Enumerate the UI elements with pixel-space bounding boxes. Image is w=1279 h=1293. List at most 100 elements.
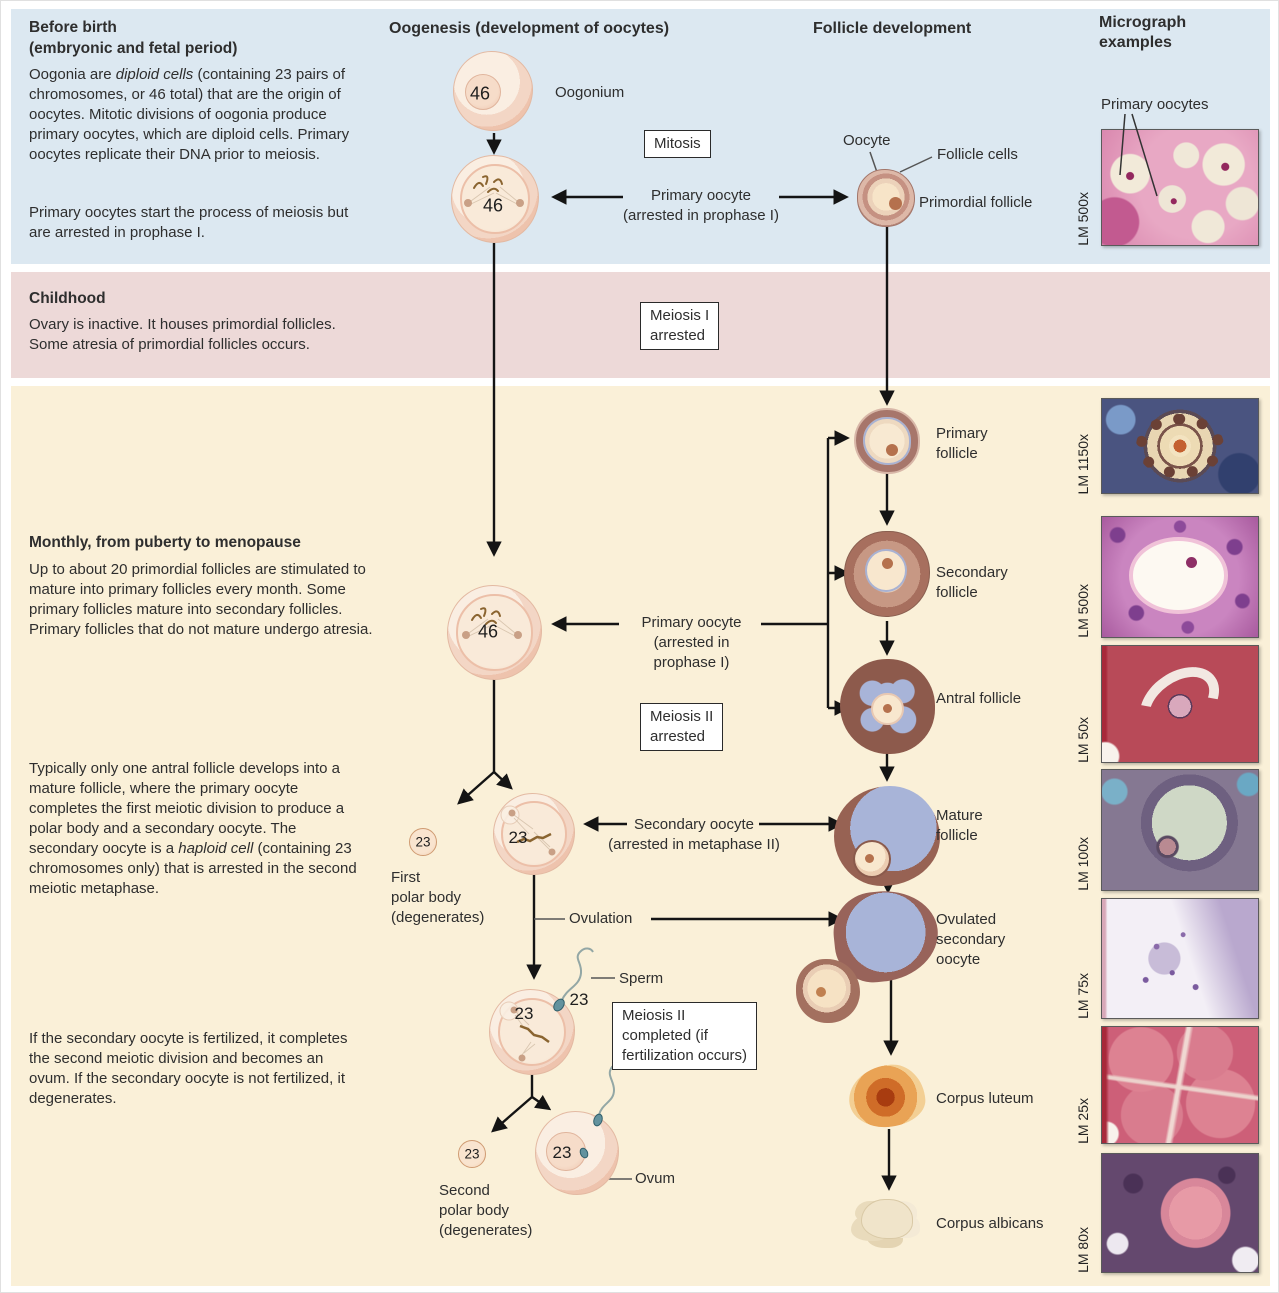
primordial-follicle-label: Primordial follicle — [919, 194, 1033, 211]
band-monthly — [11, 386, 1270, 1286]
meiosis2-completed-box: Meiosis II completed (if fertilization o… — [612, 1002, 758, 1070]
corpus-luteum-label: Corpus luteum — [936, 1090, 1034, 1107]
primary-oocyte-top-label: Primary oocyte (arrested in prophase I) — [623, 187, 779, 224]
mature-follicle-label: Mature follicle — [936, 807, 983, 844]
corpus-albicans-body — [861, 1199, 913, 1239]
oocyte-label: Oocyte — [843, 132, 891, 149]
before-birth-heading: Before birth (embryonic and fetal period… — [29, 19, 238, 57]
before-birth-p1-italic: diploid cells — [115, 66, 194, 83]
antral-note-italic: haploid cell — [178, 840, 254, 857]
count-primary-top: 46 — [482, 195, 504, 216]
secondary-follicle-oocyte — [865, 548, 908, 593]
spindle-pole — [516, 199, 524, 207]
spindle-top — [470, 186, 518, 205]
count-secondary: 23 — [508, 828, 528, 847]
micrograph-image-corpus-luteum — [1101, 1026, 1259, 1144]
antral-follicle-nucleus — [882, 703, 892, 713]
monthly-heading: Monthly, from puberty to menopause — [29, 534, 301, 551]
primary-follicle-label: Primary follicle — [936, 425, 988, 462]
sperm-on-ovum — [593, 1063, 623, 1127]
antral-follicle — [840, 659, 935, 754]
count-first-polar: 23 — [415, 834, 431, 850]
antral-note-c: (containing 23 chromosomes only) that is… — [29, 840, 357, 897]
second-polar-body-cell — [458, 1140, 486, 1168]
fertilized-vesicle — [499, 1001, 519, 1021]
sperm-head-in-ovum — [579, 1147, 589, 1159]
primary-follicle-nucleus — [886, 443, 899, 456]
follicle-header: Follicle development — [813, 20, 972, 37]
nucleus-dot — [1185, 556, 1197, 568]
micrograph-image-corpus-albicans — [1101, 1153, 1259, 1273]
count-oogonium: 46 — [469, 83, 491, 104]
mature-follicle — [834, 786, 940, 886]
second-polar-body-label: Second polar body (degenerates) — [439, 1182, 533, 1239]
mature-follicle-nucleus — [865, 853, 875, 863]
before-birth-p1-c: (containing 23 pairs of chromosomes, or … — [29, 66, 350, 163]
before-birth-paragraph-1: Oogonia are diploid cells (containing 23… — [29, 65, 374, 165]
follicle-cell-ring — [1136, 414, 1224, 478]
metaphase-chromosomes — [516, 832, 552, 844]
micrograph-row-antral-follicle: LM 50x — [1073, 645, 1263, 763]
ovulation-label: Ovulation — [569, 910, 633, 927]
childhood-body: Ovary is inactive. It houses primordial … — [29, 316, 336, 353]
micrograph-row-corpus-luteum: LM 25x — [1073, 1026, 1263, 1144]
before-birth-paragraph-2: Primary oocytes start the process of mei… — [29, 204, 349, 241]
before-birth-p1-a: Oogonia are — [29, 66, 116, 83]
primordial-oocyte-nucleus — [889, 196, 903, 210]
oogonium-nucleus — [464, 73, 502, 111]
count-second-polar: 23 — [464, 1146, 480, 1162]
secondary-follicle-label: Secondary follicle — [936, 564, 1008, 601]
primary-oocyte-cell-top — [451, 155, 539, 243]
micrograph-row-ovulated-oocyte: LM 75x — [1073, 898, 1263, 1019]
antral-note: Typically only one antral follicle devel… — [29, 759, 361, 899]
antral-follicle-oocyte — [871, 693, 904, 726]
spindle-secondary — [513, 814, 551, 851]
monthly-body: Up to about 20 primordial follicles are … — [29, 561, 373, 638]
arrow-branch-secondary — [493, 771, 513, 790]
mitosis-box: Mitosis — [644, 130, 711, 158]
spindle-mid — [468, 618, 516, 637]
corpus-albicans-label: Corpus albicans — [936, 1215, 1044, 1232]
first-polar-body-label: First polar body (degenerates) — [391, 869, 485, 926]
arrow-branch-polar1 — [457, 771, 495, 805]
micrograph-image-secondary-follicle — [1101, 516, 1259, 638]
sperm-fertilizing — [553, 947, 594, 1012]
mature-follicle-oocyte — [853, 840, 892, 878]
sperm-label: Sperm — [619, 970, 664, 987]
primary-follicle — [856, 410, 918, 472]
oogonium-cell — [453, 51, 533, 131]
ovulated-secondary-oocyte-label: Ovulated secondary oocyte — [936, 911, 1006, 968]
spindle-pole — [464, 199, 472, 207]
micrograph-image-mature-follicle — [1101, 769, 1259, 891]
count-fert-sperm: 23 — [569, 990, 589, 1009]
line-micrograph-pointer-2 — [1131, 113, 1158, 197]
primordial-follicle — [857, 169, 915, 227]
ovum-cell — [535, 1111, 619, 1195]
line-micrograph-pointer-1 — [1119, 113, 1126, 176]
line-follicle-cells-pointer — [899, 156, 933, 173]
micrograph-image-antral-follicle — [1101, 645, 1259, 763]
antral-note-a: Typically only one antral follicle devel… — [29, 760, 345, 857]
secondary-oocyte-label: Secondary oocyte (arrested in metaphase … — [608, 816, 780, 853]
count-primary-mid: 46 — [477, 621, 499, 642]
childhood-heading: Childhood — [29, 290, 106, 307]
micrograph-row-primary-oocytes: LM 500x — [1073, 129, 1263, 246]
micrograph-row-corpus-albicans: LM 80x — [1073, 1153, 1263, 1273]
count-ovum: 23 — [552, 1143, 572, 1162]
micrograph-header: Micrograph examples — [1099, 14, 1187, 51]
oogonium-label: Oogonium — [555, 84, 625, 101]
oogenesis-header: Oogenesis (development of oocytes) — [389, 20, 670, 37]
micrograph-image-primary-oocytes — [1101, 129, 1259, 246]
arrow-branch-polar2 — [491, 1096, 533, 1133]
ovum-label: Ovum — [635, 1170, 676, 1187]
primary-oocyte-cell-mid — [447, 585, 542, 680]
micrograph-row-mature-follicle: LM 100x — [1073, 769, 1263, 891]
metaphase-chromosomes-2 — [519, 1024, 550, 1044]
secondary-follicle — [844, 531, 930, 617]
meiosis2-arrested-box: Meiosis II arrested — [640, 703, 724, 751]
micrograph-image-ovulated-oocyte — [1101, 898, 1259, 1019]
chromosomes — [473, 175, 503, 193]
follicle-cells-label: Follicle cells — [937, 146, 1018, 163]
